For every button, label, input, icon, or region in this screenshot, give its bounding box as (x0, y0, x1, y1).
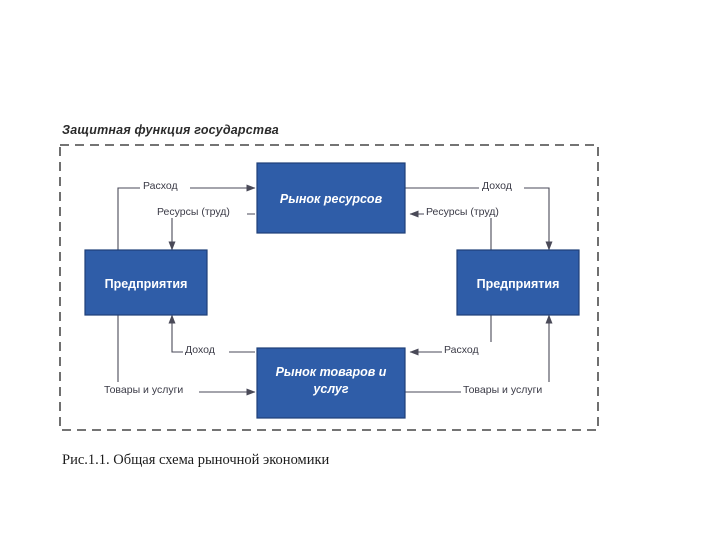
node-goods-services-market-rect (256, 347, 406, 419)
node-enterprises-right-label: Предприятия (477, 277, 560, 291)
state-boundary-box (59, 144, 599, 431)
edge-label-goods-left: Товары и услуги (104, 384, 183, 396)
node-resource-market-label: Рынок ресурсов (280, 192, 383, 206)
edge-label-resources-left: Ресурсы (труд) (157, 206, 230, 218)
edge-label-goods-right: Товары и услуги (463, 384, 542, 396)
edge-label-income-right: Доход (482, 180, 512, 192)
edge-label-resources-right: Ресурсы (труд) (426, 206, 499, 218)
node-enterprises-left[interactable]: Предприятия (84, 249, 208, 316)
flow-income-to-right-enterprises (405, 187, 553, 251)
label-bg-income-right (479, 178, 524, 192)
label-bg-expense-right (442, 342, 492, 356)
node-enterprises-left-label: Предприятия (105, 277, 188, 291)
label-bg-expense-left (140, 178, 190, 192)
label-bg-goods-right (461, 382, 558, 396)
edge-label-expense-right: Расход (444, 344, 479, 356)
label-bg-goods-left (102, 382, 199, 396)
node-enterprises-right-rect (456, 249, 580, 316)
node-enterprises-right[interactable]: Предприятия (456, 249, 580, 316)
flow-expense-left (117, 184, 256, 250)
node-goods-services-market-label-line2: услуг (312, 382, 348, 396)
edge-label-income-left: Доход (185, 344, 215, 356)
node-goods-services-market-label-line1: Рынок товаров и (276, 365, 387, 379)
edge-label-expense-left: Расход (143, 180, 178, 192)
label-bg-income-left (183, 342, 229, 356)
node-enterprises-left-rect (84, 249, 208, 316)
figure-caption: Рис.1.1. Общая схема рыночной экономики (62, 452, 330, 468)
node-resource-market[interactable]: Рынок ресурсов (256, 162, 406, 234)
label-bg-resources-right (424, 204, 516, 218)
label-bg-resources-left (155, 204, 247, 218)
boundary-title: Защитная функция государства (62, 123, 279, 137)
node-goods-services-market[interactable]: Рынок товаров и услуг (256, 347, 406, 419)
node-resource-market-rect (256, 162, 406, 234)
